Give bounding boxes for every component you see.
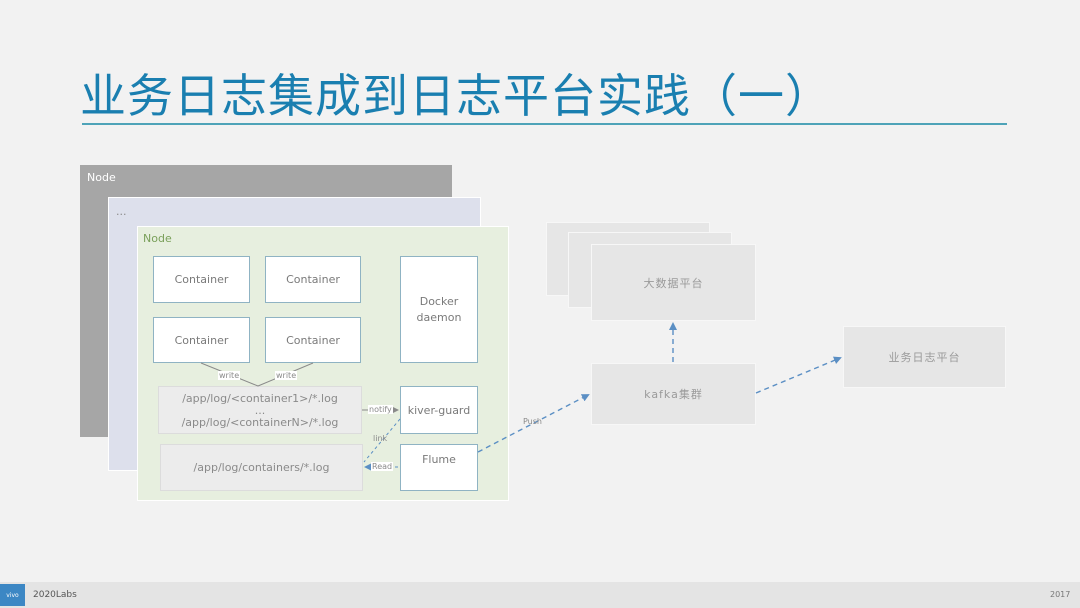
push-edge: [477, 394, 590, 453]
log-path-line: /app/log/<container1>/*.log: [182, 391, 338, 405]
slide-title: 业务日志集成到日志平台实践（一）: [80, 69, 832, 123]
title-underline: [82, 123, 1007, 125]
footer-bar: [0, 582, 1080, 608]
aggregated-log-path-box: /app/log/containers/*.log: [160, 444, 363, 491]
docker-daemon-box: Docker daemon: [400, 256, 478, 363]
log-path-line: /app/log/<containerN>/*.log: [181, 415, 339, 429]
container-box: Container: [265, 256, 361, 303]
notify-label: notify: [368, 405, 393, 414]
footer-year: 2017: [1050, 590, 1071, 599]
kiver-guard-box: kiver-guard: [400, 386, 478, 434]
write-label: write: [275, 371, 298, 380]
container-box: Container: [153, 256, 250, 303]
container-box: Container: [265, 317, 361, 363]
node-panel-back-label: Node: [87, 171, 116, 184]
link-label: link: [373, 434, 388, 443]
docker-daemon-line-1: Docker: [419, 294, 459, 308]
vivo-logo: vivo: [0, 584, 25, 606]
bigdata-platform-box: 大数据平台: [591, 244, 756, 321]
log-path-line: ...: [254, 403, 266, 417]
node-panel-front-label: Node: [143, 232, 172, 245]
container-log-paths-box: /app/log/<container1>/*.log ... /app/log…: [158, 386, 362, 434]
flume-box: Flume: [400, 444, 478, 491]
container-box: Container: [153, 317, 250, 363]
log-path-line: /app/log/containers/*.log: [193, 461, 330, 474]
read-label: Read: [371, 462, 394, 471]
kafka-cluster-box: kafka集群: [591, 363, 756, 425]
footer-brand: 2020Labs: [33, 590, 77, 600]
docker-daemon-line-2: daemon: [416, 310, 462, 324]
write-label: write: [218, 371, 241, 380]
kafka-to-business-log-edge: [755, 356, 842, 394]
push-label: Push: [523, 417, 542, 426]
business-log-platform-box: 业务日志平台: [843, 326, 1006, 388]
node-panel-middle-label: ...: [116, 205, 127, 218]
